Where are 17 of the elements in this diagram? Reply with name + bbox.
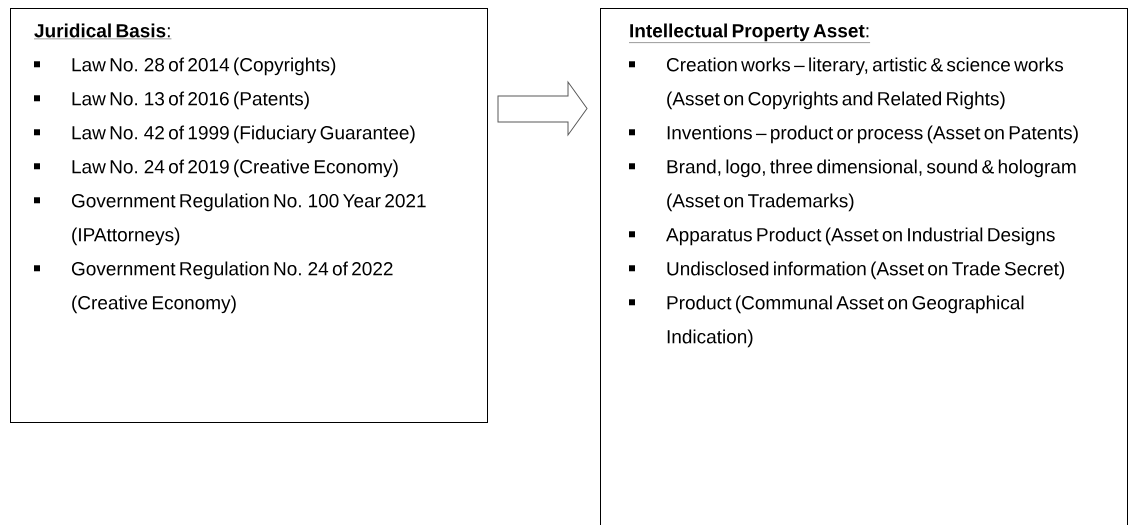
list-item: Government Regulation No. 24 of 2022 (Creative Economy) — [34, 261, 393, 314]
list-item: Undisclosed information (Asset on Trade Secret) — [629, 261, 1065, 280]
list-item: Product (Communal Asset on Geographical Indication) — [629, 295, 1024, 348]
text-box — [10, 8, 488, 423]
text-box — [600, 8, 1128, 525]
block-arrow — [497, 81, 588, 136]
list-item: Government Regulation No. 100 Year 2021 (IPAttorneys) — [34, 193, 426, 246]
list-item: Law No. 24 of 2019 (Creative Economy) — [34, 159, 398, 178]
list-item: Law No. 28 of 2014 (Copyrights) — [34, 57, 336, 76]
list-item: Law No. 42 of 1999 (Fiduciary Guarantee) — [34, 125, 415, 144]
list-item: Creation works – literary, artistic & science works (Asset on Copyrights and Related Rights) — [629, 57, 1064, 110]
heading: Juridical Basis: — [33, 23, 172, 40]
heading: Intellectual Property Asset: — [628, 23, 871, 43]
list-item: Inventions – product or process (Asset on Patents) — [629, 125, 1078, 144]
list-item: Law No. 13 of 2016 (Patents) — [34, 91, 309, 110]
list-item: Brand, logo, three dimensional, sound & hologram (Asset on Trademarks) — [629, 159, 1076, 212]
list-item: Apparatus Product (Asset on Industrial Designs — [629, 227, 1055, 246]
